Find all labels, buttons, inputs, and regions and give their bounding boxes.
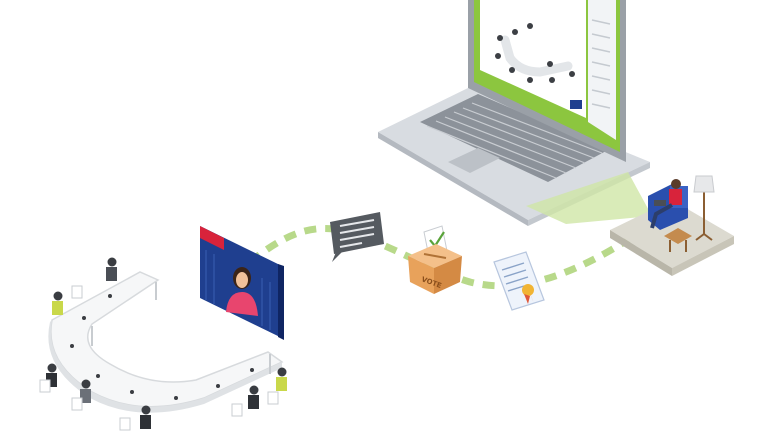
certificate-icon bbox=[493, 251, 545, 311]
screen-video-thumb bbox=[570, 100, 582, 109]
ballot-box-icon: VOTE bbox=[408, 225, 462, 294]
laptop-icon bbox=[378, 0, 650, 226]
screen-beam bbox=[526, 172, 652, 224]
laptop-screen-sidepanel bbox=[588, 0, 616, 140]
remote-participant-icon bbox=[610, 175, 734, 276]
conference-table-icon bbox=[39, 257, 287, 431]
conference-table bbox=[50, 271, 284, 408]
table-participants bbox=[46, 257, 287, 429]
laptop-keyboard bbox=[420, 94, 608, 182]
laptop-touchpad bbox=[448, 148, 500, 173]
remote-laptop bbox=[654, 200, 666, 206]
laptop-screen bbox=[480, 0, 586, 118]
remote-person-shirt bbox=[669, 189, 682, 205]
video-screen-header bbox=[200, 226, 224, 250]
video-screen-icon bbox=[200, 226, 284, 340]
chat-bubble-icon bbox=[330, 212, 384, 262]
screen-conference-table bbox=[500, 35, 573, 77]
presenter-shirt bbox=[226, 292, 258, 316]
remote-person-head bbox=[671, 179, 681, 189]
seal-icon bbox=[522, 284, 534, 296]
table-chairs bbox=[39, 285, 279, 431]
presenter-face bbox=[236, 272, 248, 288]
